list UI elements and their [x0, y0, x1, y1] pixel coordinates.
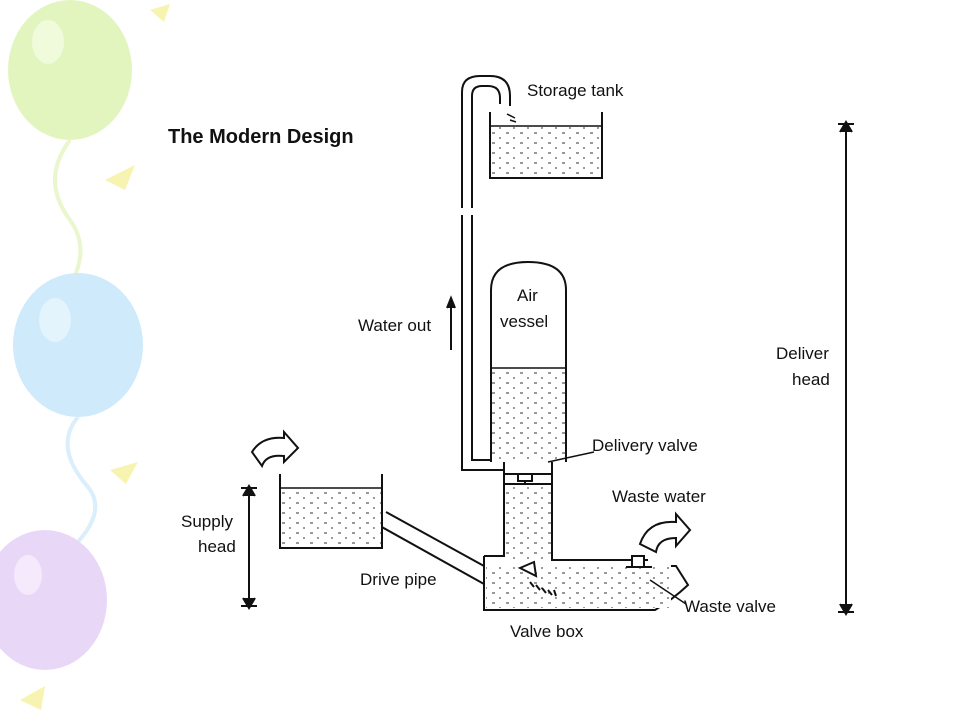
drive-pipe — [379, 511, 485, 585]
supply-head-label-1: Supply — [181, 512, 233, 531]
deliver-head-dimension — [838, 120, 854, 616]
waste-water-label: Waste water — [612, 487, 706, 506]
valve-box-label: Valve box — [510, 622, 584, 641]
drive-pipe-label: Drive pipe — [360, 570, 437, 589]
air-vessel-label-1: Air — [517, 286, 538, 305]
supply-head-dimension — [241, 484, 257, 610]
storage-tank — [489, 112, 603, 179]
air-vessel — [490, 260, 567, 462]
storage-tank-label: Storage tank — [527, 81, 624, 100]
waste-valve-label: Waste valve — [684, 597, 776, 616]
water-out-arrow — [446, 295, 456, 350]
delivery-valve-label: Delivery valve — [592, 436, 698, 455]
waste-valve — [626, 555, 652, 568]
air-vessel-label-2: vessel — [500, 312, 549, 331]
waste-water-arrow — [638, 511, 692, 554]
water-out-label: Water out — [358, 316, 432, 335]
supply-tank — [279, 474, 383, 549]
deliver-head-label-1: Deliver — [776, 344, 829, 363]
diagram-title: The Modern Design — [168, 126, 354, 148]
standpipe — [484, 462, 648, 561]
valve-box — [483, 556, 690, 611]
deliver-head-label-2: head — [792, 370, 830, 389]
supply-inflow-arrow — [250, 429, 300, 469]
supply-head-label-2: head — [198, 537, 236, 556]
